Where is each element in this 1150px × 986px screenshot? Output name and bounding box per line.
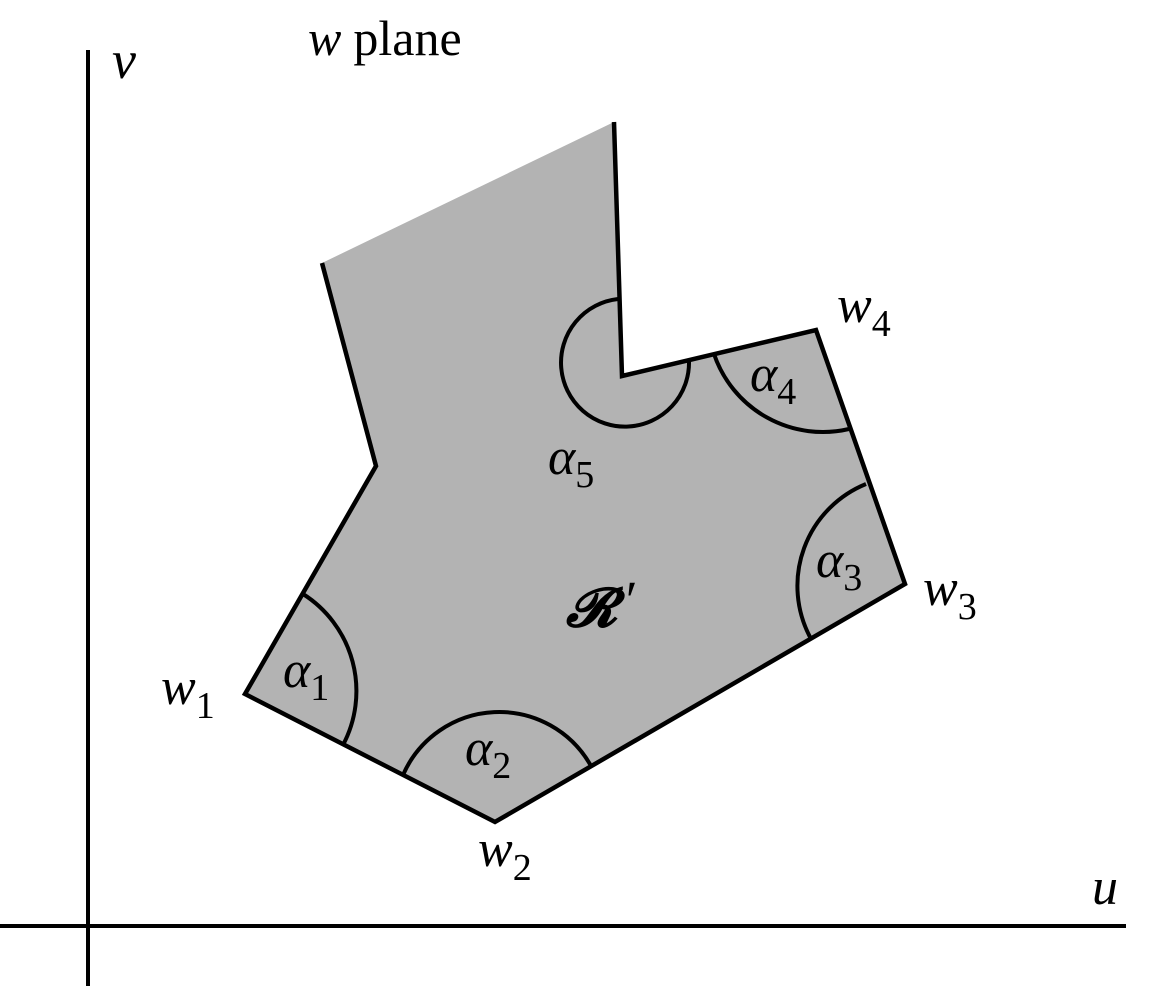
angle-label-alpha1: α1 <box>283 642 329 709</box>
u-axis-label: u <box>1092 859 1118 916</box>
region-boundary <box>241 121 908 825</box>
vertex-label-w4: w4 <box>837 277 891 345</box>
angle-label-alpha2: α2 <box>465 720 511 787</box>
v-axis-label: v <box>112 30 136 90</box>
angle-arc-alpha3 <box>795 482 867 638</box>
angle-label-alpha3: α3 <box>816 532 862 599</box>
angle-arc-alpha5 <box>559 297 692 429</box>
region-label: 𝓡′ <box>565 570 635 638</box>
angle-arc-alpha1 <box>301 592 359 746</box>
angle-label-alpha4: α4 <box>750 346 796 413</box>
region-r-prime <box>245 122 905 822</box>
vertex-label-w1: w1 <box>161 659 215 727</box>
vertex-label-w3: w3 <box>923 560 977 628</box>
angle-label-alpha5: α5 <box>548 429 594 496</box>
vertex-label-w2: w2 <box>478 821 532 889</box>
angle-arc-alpha4 <box>712 353 850 435</box>
angle-arc-alpha2 <box>401 710 593 776</box>
